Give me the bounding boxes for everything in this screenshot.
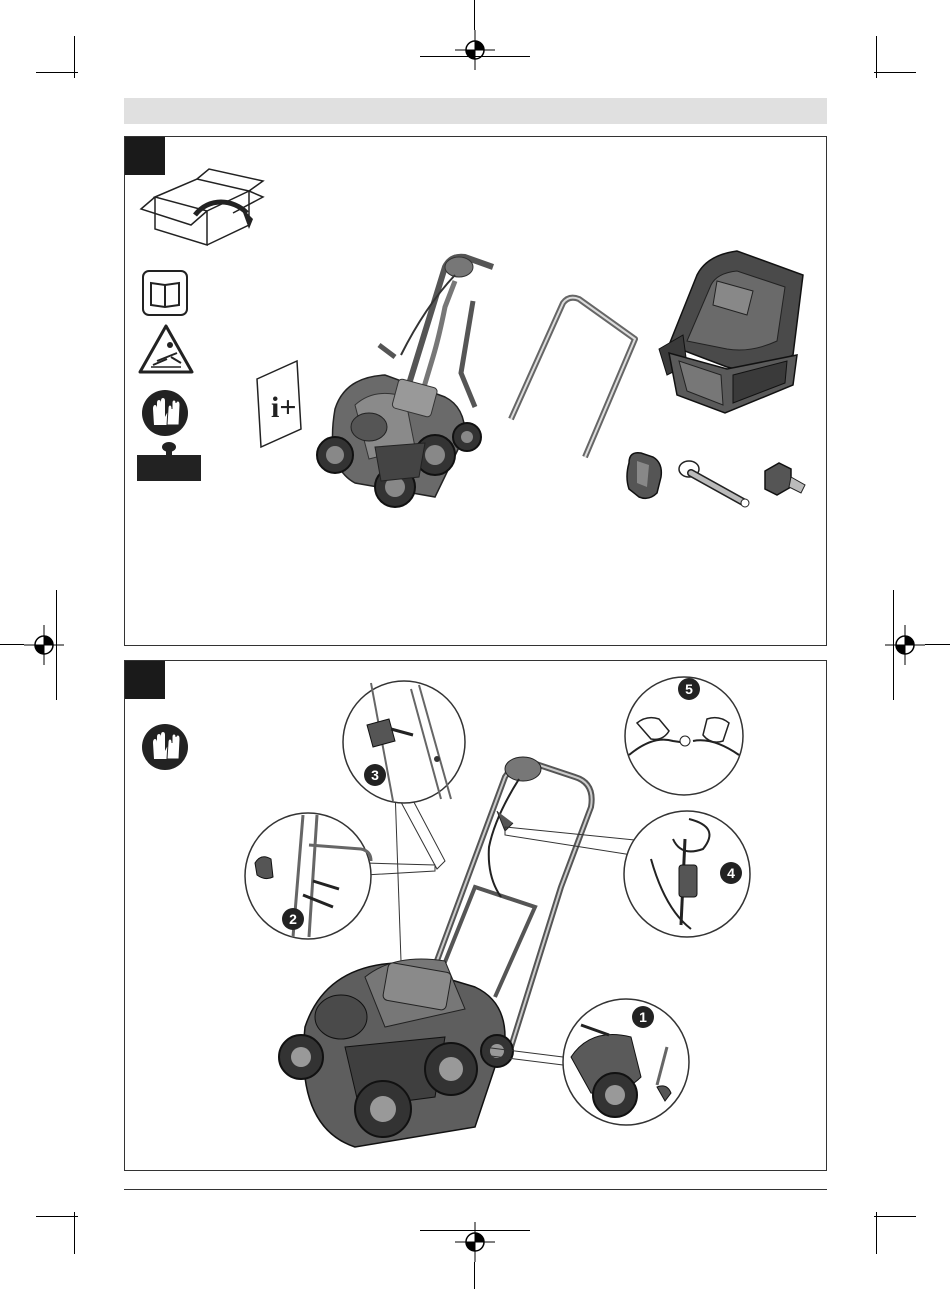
- scarifier-machine-image: [315, 247, 495, 509]
- step-number-3: 3: [371, 767, 379, 783]
- step-number-4: 4: [727, 865, 735, 881]
- warning-blades-icon: [137, 323, 195, 375]
- nut-image: [761, 459, 809, 501]
- read-manual-icon: [141, 269, 189, 317]
- header-bar: [124, 98, 827, 124]
- grass-box-image: [657, 245, 807, 415]
- detail-circle-1: 1: [561, 997, 691, 1127]
- crop-mark: [36, 72, 78, 73]
- gloves-icon: [141, 389, 189, 437]
- detail-circle-5: 5: [623, 675, 745, 797]
- open-box-icon: [137, 167, 267, 247]
- registration-mark-bottom-icon: [455, 1222, 495, 1262]
- panel-assembly: 3 5 2 4: [124, 660, 827, 1171]
- crop-mark: [925, 644, 950, 645]
- step-number-2: 2: [289, 911, 297, 927]
- step-number-5: 5: [685, 681, 693, 697]
- star-knob-image: [623, 447, 667, 503]
- bolt-image: [677, 455, 755, 513]
- crop-mark: [474, 1262, 475, 1289]
- crop-mark: [36, 1216, 78, 1217]
- panel-contents: i+: [124, 136, 827, 646]
- footer-rule: [124, 1189, 827, 1190]
- detail-circle-4: 4: [621, 809, 757, 939]
- crop-mark: [876, 1212, 877, 1254]
- detail-circle-2: 2: [243, 811, 373, 941]
- crop-mark: [893, 590, 894, 700]
- crop-mark: [420, 56, 530, 57]
- registration-mark-left-icon: [24, 625, 64, 665]
- weight-icon: [137, 439, 201, 483]
- registration-mark-top-icon: [455, 30, 495, 70]
- info-booklet-icon: i+: [253, 359, 305, 449]
- step-number-1: 1: [639, 1009, 647, 1025]
- lower-handle-image: [503, 293, 643, 463]
- crop-mark: [874, 1216, 916, 1217]
- info-booklet-label: i+: [271, 391, 296, 424]
- registration-mark-right-icon: [885, 625, 925, 665]
- crop-mark: [474, 0, 475, 30]
- detail-circle-3: 3: [341, 679, 467, 805]
- crop-mark: [56, 590, 57, 700]
- crop-mark: [0, 644, 24, 645]
- crop-mark: [74, 1212, 75, 1254]
- crop-mark: [420, 1230, 530, 1231]
- crop-mark: [874, 72, 916, 73]
